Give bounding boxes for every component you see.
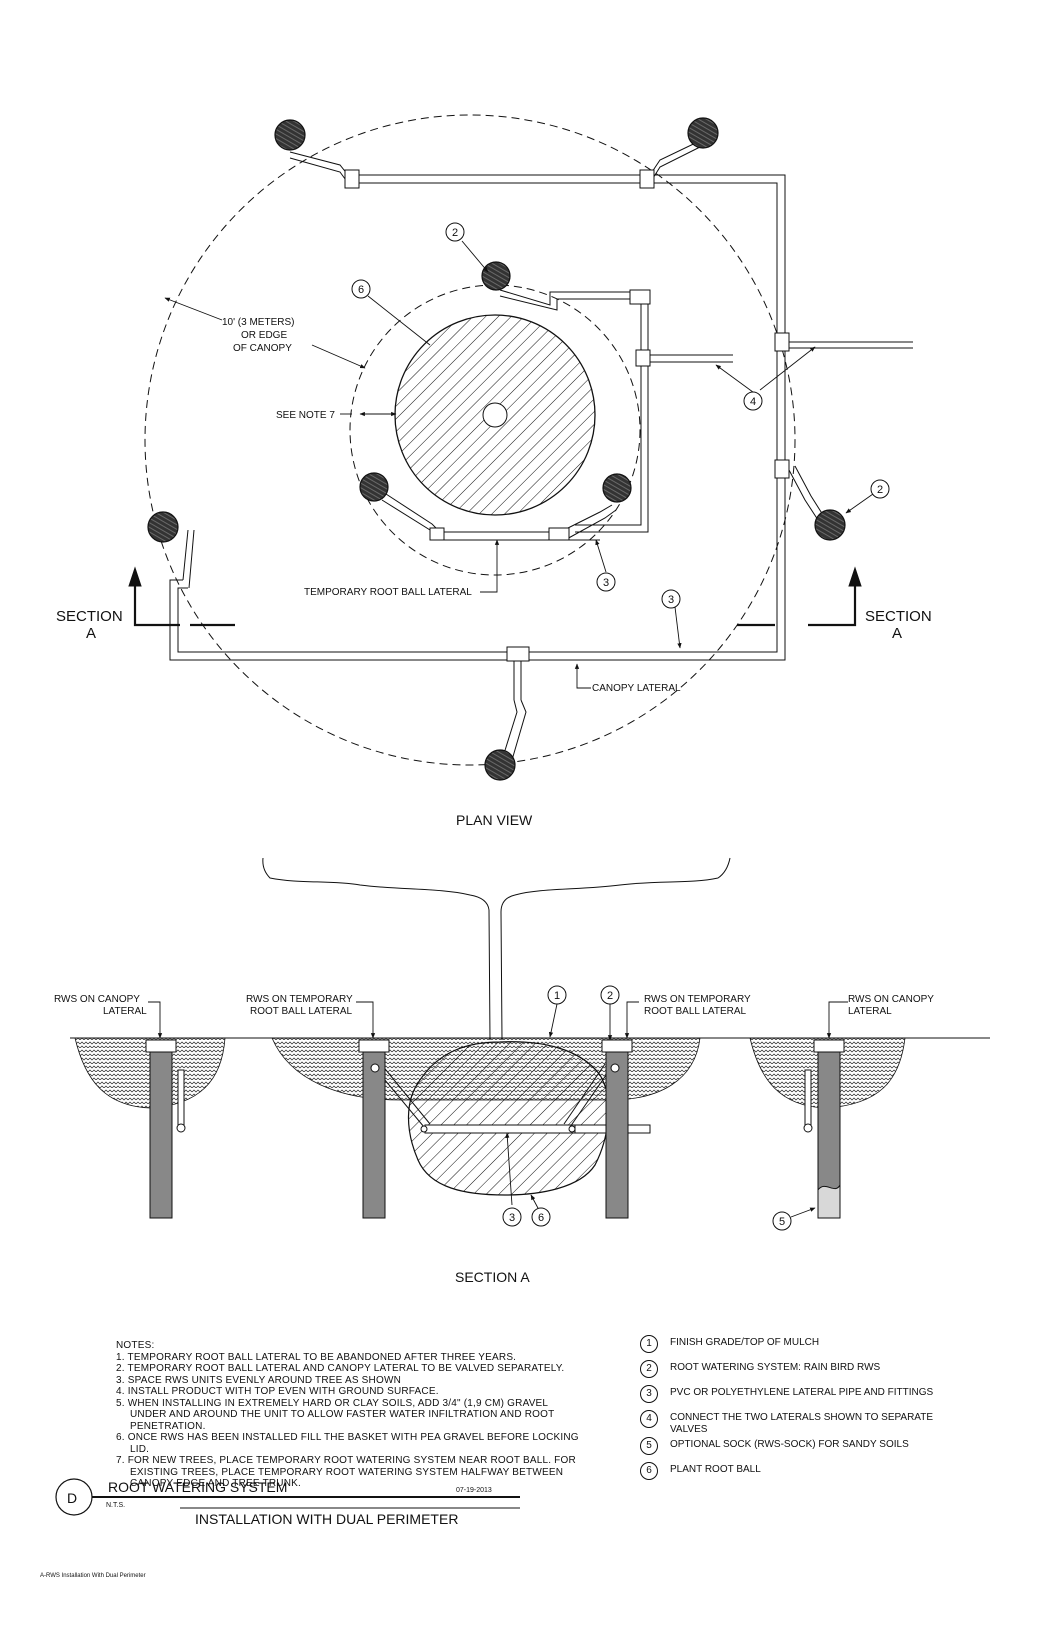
canopy-lateral-pipe (169, 136, 913, 761)
rws-unit-canopy-ne (687, 117, 719, 149)
callout-4-plan: 4 (750, 396, 756, 408)
section-a-title: SECTION A (455, 1269, 530, 1285)
detail-file-name: A-RWS Installation With Dual Perimeter (40, 1573, 146, 1579)
legend-item: 4 CONNECT THE TWO LATERALS SHOWN TO SEPA… (640, 1410, 940, 1436)
temporary-lateral-pipe (381, 289, 733, 541)
rws-units-plan (147, 117, 846, 781)
rws-canopy-left-label-2: LATERAL (103, 1006, 147, 1017)
rws-temp-right-label-1: RWS ON TEMPORARY (644, 994, 751, 1005)
rws-unit-temp-se (602, 473, 632, 503)
rws-unit-canopy-e (814, 509, 846, 541)
section-callouts (502, 985, 792, 1231)
section-word-left: SECTION (56, 608, 123, 625)
detail-date: 07-19-2013 (456, 1487, 492, 1494)
plan-text: 2 6 4 2 3 3 10' (3 METERS) OR EDGE OF CA… (56, 227, 932, 828)
rws-temp-right-label-2: ROOT BALL LATERAL (644, 1006, 747, 1017)
callout-6-plan: 6 (358, 284, 364, 296)
root-ball-section (407, 1041, 610, 1196)
canopy-lateral-label: CANOPY LATERAL (592, 683, 681, 694)
legend-item: 3 PVC OR POLYETHYLENE LATERAL PIPE AND F… (640, 1385, 940, 1409)
note-5: 5. WHEN INSTALLING IN EXTREMELY HARD OR … (116, 1397, 555, 1432)
callout-2-section: 2 (607, 990, 613, 1002)
callout-2-plan-a: 2 (452, 227, 458, 239)
rws-temp-left-label-2: ROOT BALL LATERAL (250, 1006, 353, 1017)
rws-unit-temp-n (481, 261, 511, 291)
legend-item: 2 ROOT WATERING SYSTEM: RAIN BIRD RWS (640, 1360, 940, 1384)
rws-tube-temp-left (362, 1049, 386, 1219)
callout-3-plan-b: 3 (668, 594, 674, 606)
detail-scale: N.T.S. (106, 1502, 125, 1509)
note-7: 7. FOR NEW TREES, PLACE TEMPORARY ROOT W… (116, 1455, 576, 1489)
title-block-text: D ROOT WATERING SYSTEM 07-19-2013 N.T.S.… (40, 1479, 492, 1579)
note-6: 6. ONCE RWS HAS BEEN INSTALLED FILL THE … (116, 1432, 579, 1455)
temporary-lateral-label: TEMPORARY ROOT BALL LATERAL (304, 587, 472, 598)
callout-1-section: 1 (554, 990, 560, 1002)
legend-text: FINISH GRADE/TOP OF MULCH (670, 1337, 820, 1348)
tree-trunk-plan (482, 402, 508, 428)
note-4: 4. INSTALL PRODUCT WITH TOP EVEN WITH GR… (116, 1386, 439, 1397)
rws-unit-canopy-s (484, 749, 516, 781)
note-2: 2. TEMPORARY ROOT BALL LATERAL AND CANOP… (116, 1363, 565, 1374)
notes-block: NOTES: 1. TEMPORARY ROOT BALL LATERAL TO… (116, 1340, 586, 1490)
legend-block: 1 FINISH GRADE/TOP OF MULCH 2 ROOT WATER… (640, 1335, 940, 1489)
legend-text: CONNECT THE TWO LATERALS SHOWN TO SEPARA… (670, 1412, 934, 1435)
note-1: 1. TEMPORARY ROOT BALL LATERAL TO BE ABA… (116, 1351, 517, 1363)
legend-number: 2 (640, 1360, 658, 1378)
canopy-perimeter (144, 114, 796, 766)
rws-unit-temp-sw (359, 472, 389, 502)
plan-view (128, 114, 913, 781)
canopy-edge-label-1: 10' (3 METERS) (222, 317, 294, 328)
callout-3-section: 3 (509, 1212, 515, 1224)
note-3: 3. SPACE RWS UNITS EVENLY AROUND TREE AS… (116, 1374, 402, 1386)
detail-letter: D (67, 1490, 77, 1506)
detail-subtitle: INSTALLATION WITH DUAL PERIMETER (195, 1511, 458, 1527)
callout-6-section: 6 (538, 1212, 544, 1224)
plan-view-title: PLAN VIEW (456, 812, 533, 828)
legend-number: 5 (640, 1437, 658, 1455)
section-letter-left: A (86, 625, 96, 642)
rws-sock (817, 1184, 841, 1219)
rws-tube-temp-right (605, 1049, 629, 1219)
see-note-label: SEE NOTE 7 (276, 410, 335, 421)
legend-item: 6 PLANT ROOT BALL (640, 1462, 940, 1486)
legend-number: 3 (640, 1385, 658, 1403)
rws-tubes-section (145, 1039, 845, 1219)
plan-callouts (351, 222, 890, 609)
rws-canopy-left-label-1: RWS ON CANOPY (54, 994, 140, 1005)
legend-text: PVC OR POLYETHYLENE LATERAL PIPE AND FIT… (670, 1387, 934, 1398)
section-text: 1 2 3 6 5 RWS ON CANOPY LATERAL RWS ON T… (54, 990, 934, 1285)
legend-text: PLANT ROOT BALL (670, 1464, 761, 1475)
plan-leaders (164, 240, 874, 689)
rws-tube-canopy-left (149, 1049, 173, 1219)
title-block (55, 1478, 520, 1516)
callout-5-section: 5 (779, 1216, 785, 1228)
section-cut-marks (128, 566, 862, 627)
rws-canopy-right-label-2: LATERAL (848, 1006, 892, 1017)
section-leaders (148, 1001, 848, 1218)
section-word-right: SECTION (865, 608, 932, 625)
section-letter-right: A (892, 625, 902, 642)
callout-3-plan-a: 3 (603, 577, 609, 589)
legend-item: 5 OPTIONAL SOCK (RWS-SOCK) FOR SANDY SOI… (640, 1437, 940, 1461)
rws-unit-canopy-nw (274, 119, 306, 151)
canopy-edge-label-2: OR EDGE (241, 330, 287, 341)
legend-item: 1 FINISH GRADE/TOP OF MULCH (640, 1335, 940, 1359)
legend-number: 1 (640, 1335, 658, 1353)
canopy-edge-label-3: OF CANOPY (233, 343, 292, 354)
rws-canopy-right-label-1: RWS ON CANOPY (848, 994, 934, 1005)
tree-outline (262, 857, 731, 1041)
legend-number: 6 (640, 1462, 658, 1480)
notes-heading: NOTES: (116, 1340, 155, 1351)
legend-text: OPTIONAL SOCK (RWS-SOCK) FOR SANDY SOILS (670, 1439, 909, 1450)
callout-2-plan-b: 2 (877, 484, 883, 496)
legend-number: 4 (640, 1410, 658, 1428)
section-view (70, 857, 990, 1231)
rws-temp-left-label-1: RWS ON TEMPORARY (246, 994, 353, 1005)
legend-text: ROOT WATERING SYSTEM: RAIN BIRD RWS (670, 1362, 881, 1373)
rws-unit-canopy-w (147, 511, 179, 543)
detail-title: ROOT WATERING SYSTEM (108, 1479, 287, 1495)
